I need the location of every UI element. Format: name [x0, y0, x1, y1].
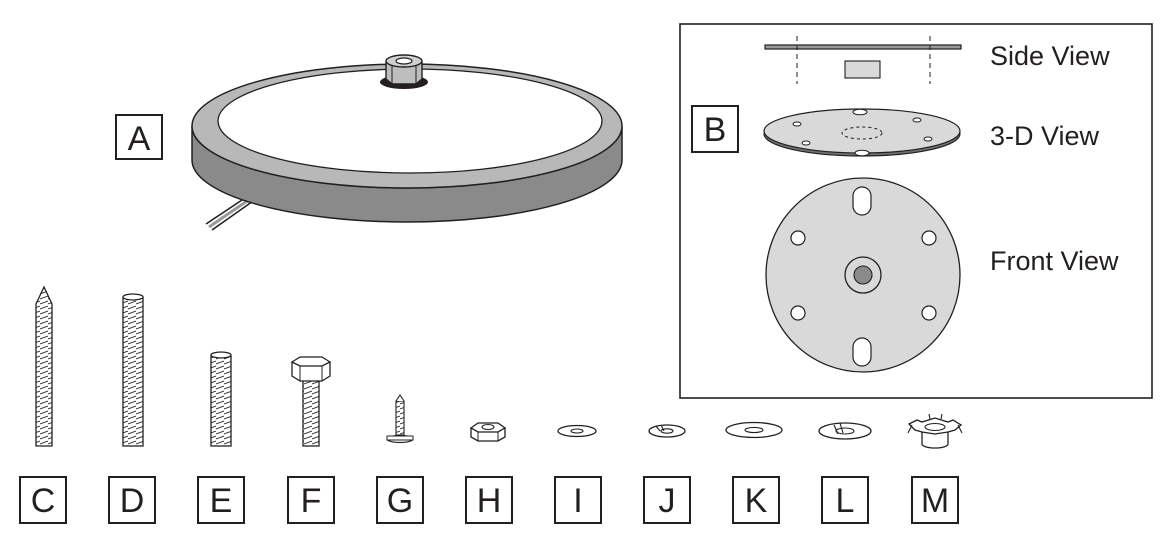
label-h-box: H: [465, 476, 513, 524]
part-l-label: L: [836, 482, 855, 520]
side-view-label: Side View: [990, 41, 1110, 71]
label-g-box: G: [376, 476, 424, 524]
three-d-view-label: 3-D View: [990, 121, 1100, 151]
label-c-box: C: [19, 476, 67, 524]
front-view-drawing: [765, 177, 961, 373]
part-a-label-box: A: [115, 114, 163, 160]
part-a-label: A: [128, 120, 151, 158]
label-f-box: F: [287, 476, 335, 524]
part-j-small-lock-washer: [648, 424, 686, 438]
part-i-small-washer: [557, 424, 597, 438]
label-m-box: M: [911, 476, 959, 524]
part-g-small-screw: [386, 394, 414, 444]
part-b-label: B: [704, 111, 727, 149]
part-h-label: H: [477, 482, 502, 520]
part-c-label: C: [31, 482, 56, 520]
part-b-panel: Side View 3-D View Front View: [679, 23, 1153, 399]
part-f-label: F: [301, 482, 322, 520]
part-k-label: K: [745, 482, 768, 520]
label-l-box: L: [821, 476, 869, 524]
part-l-large-lock-washer: [818, 422, 872, 440]
label-d-box: D: [108, 476, 156, 524]
part-d-label: D: [120, 482, 145, 520]
part-d-threaded-rod: [122, 293, 144, 447]
front-view-label: Front View: [990, 246, 1119, 276]
part-e-short-threaded-rod: [210, 351, 232, 447]
part-a-disc-illustration: [191, 54, 623, 231]
part-c-pointed-threaded-rod: [35, 285, 53, 447]
label-k-box: K: [732, 476, 780, 524]
part-e-label: E: [210, 482, 233, 520]
side-view-drawing: [764, 36, 962, 84]
label-i-box: I: [554, 476, 602, 524]
part-h-hex-nut: [469, 422, 507, 442]
part-m-label: M: [921, 482, 949, 520]
part-b-label-box: B: [691, 105, 739, 153]
label-e-box: E: [197, 476, 245, 524]
part-j-label: J: [659, 482, 676, 520]
label-j-box: J: [643, 476, 691, 524]
part-m-t-nut: [907, 413, 963, 449]
part-k-large-washer: [725, 421, 783, 439]
three-d-view-drawing: [763, 108, 961, 157]
part-i-label: I: [573, 482, 582, 520]
part-g-label: G: [387, 482, 413, 520]
part-f-hex-bolt: [290, 356, 332, 447]
